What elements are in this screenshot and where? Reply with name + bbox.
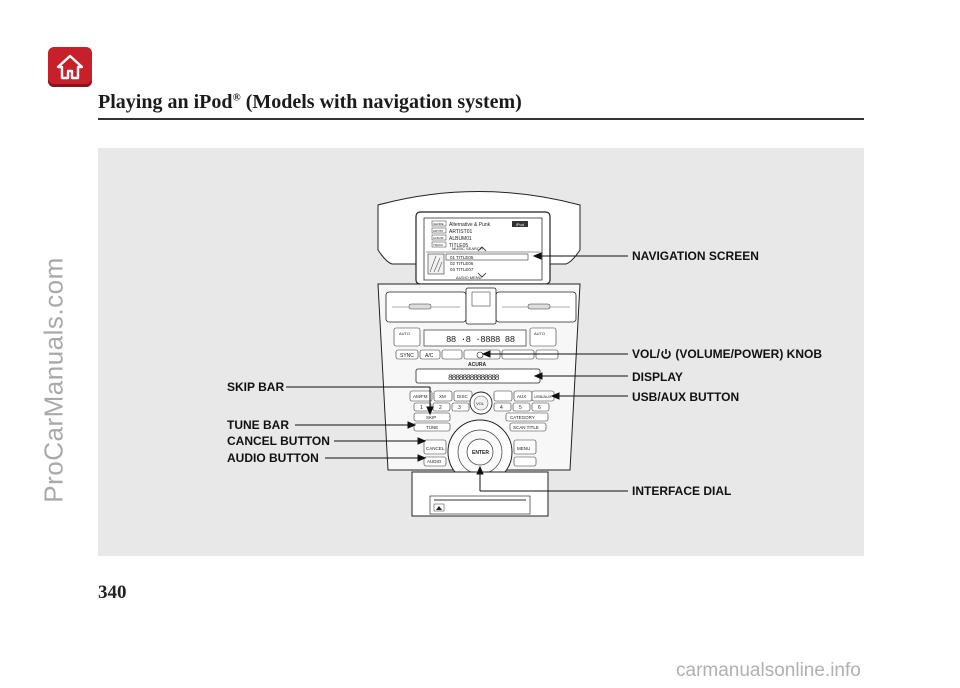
callout-tune-bar: TUNE BAR: [227, 418, 289, 432]
preset-label: 3: [458, 405, 461, 411]
preset-label: 4: [500, 405, 503, 411]
screen-row-tag: TRACK: [433, 243, 443, 247]
preset-4-button[interactable]: [493, 402, 512, 412]
callout-vol-knob: VOL/ (VOLUME/POWER) KNOB: [632, 347, 823, 361]
aux-button[interactable]: [493, 390, 513, 402]
tune-label: TUNE: [426, 425, 438, 430]
menu-label: MENU: [517, 446, 530, 451]
callout-usb-aux: USB/AUX BUTTON: [632, 390, 740, 404]
category-label: CATEGORY: [510, 415, 535, 420]
watermark-bottom: carmanualsonline.info: [676, 660, 861, 681]
am-fm-label: AM/FM: [413, 394, 428, 399]
ipod-badge: iPod: [516, 222, 524, 227]
scroll-down-icon: [477, 272, 487, 278]
info-button[interactable]: [513, 456, 537, 467]
sync-button[interactable]: [395, 349, 419, 360]
disc-label: DISC: [457, 394, 469, 399]
screen-row-text: ALBUM01: [449, 236, 472, 242]
audio-button[interactable]: [423, 456, 447, 467]
skip-bar[interactable]: [413, 412, 451, 422]
page-number: 340: [98, 582, 127, 603]
screen-row-text: Alternative & Punk: [449, 222, 491, 228]
am-fm-button[interactable]: [409, 390, 433, 402]
screen-section-label: MUSIC SEARCH: [452, 246, 483, 251]
auto-left-label: AUTO: [399, 331, 410, 336]
scan-title-label: SCAN TITLE: [513, 425, 539, 430]
screen-footer: AUDIO MENU: [456, 275, 482, 280]
screen-list-item: 02 TITLE06: [450, 261, 474, 266]
album-art: [427, 253, 445, 275]
usb-aux-label: USB/AUX: [534, 394, 552, 399]
screen-row-text: ARTIST01: [449, 229, 472, 235]
screen-row-tag: ARTIST: [433, 229, 444, 233]
watermark-left: ProCarManuals.com: [38, 257, 69, 503]
screen-list-item: 01 TITLE05: [450, 255, 474, 260]
aux-label: AUX: [517, 394, 526, 399]
auto-right-label: AUTO: [534, 331, 545, 336]
vol-label: VOL: [476, 401, 485, 406]
scroll-up-icon: [477, 246, 487, 252]
fan-button[interactable]: [441, 349, 463, 360]
callout-skip-bar: SKIP BAR: [227, 380, 285, 394]
screen-row-tag: ALBUM: [433, 236, 444, 240]
title-divider: [98, 118, 864, 120]
sync-label: SYNC: [400, 353, 414, 359]
climate-right-temp[interactable]: [529, 327, 557, 347]
cancel-label: CANCEL: [426, 446, 445, 451]
enter-label: ENTER: [472, 450, 489, 456]
power-icon: [661, 349, 671, 359]
preset-label: 2: [439, 405, 442, 411]
callout-navigation-screen: NAVIGATION SCREEN: [632, 249, 759, 263]
screen-list-item: 03 TITLE07: [450, 267, 474, 272]
category-bar[interactable]: [505, 412, 549, 422]
callout-interface-dial: INTERFACE DIAL: [632, 484, 732, 498]
xm-button[interactable]: [433, 390, 453, 402]
ac-label: A/C: [425, 353, 434, 359]
ac-button[interactable]: [419, 349, 441, 360]
preset-6-button[interactable]: [531, 402, 550, 412]
screen-row-text: TITLE05: [449, 243, 468, 249]
preset-label: 1: [420, 405, 423, 411]
cancel-button[interactable]: [423, 439, 447, 455]
climate-left-temp[interactable]: [393, 327, 421, 347]
home-button[interactable]: [48, 47, 92, 87]
menu-button[interactable]: [513, 439, 537, 455]
scan-title-button[interactable]: [509, 422, 547, 432]
preset-3-button[interactable]: [451, 402, 470, 412]
tune-bar[interactable]: [413, 422, 451, 432]
callout-audio-button: AUDIO BUTTON: [227, 451, 319, 465]
enter-button[interactable]: [466, 438, 494, 466]
preset-label: 6: [538, 405, 541, 411]
disc-slot-panel: [429, 495, 531, 515]
preset-5-button[interactable]: [512, 402, 531, 412]
page-title: Playing an iPod® (Models with navigation…: [98, 91, 522, 113]
screen-row-tag: GENRE: [433, 222, 444, 226]
display-segments: 88888888888888: [448, 374, 500, 383]
callout-cancel-button: CANCEL BUTTON: [227, 434, 330, 448]
callout-display: DISPLAY: [632, 370, 683, 384]
home-icon: [56, 54, 84, 80]
eject-icon: [436, 506, 442, 510]
skip-label: SKIP: [426, 415, 436, 420]
xm-label: XM: [439, 394, 446, 399]
climate-display: [423, 329, 527, 347]
svg-text:88 ·8 ·8888 88: 88 ·8 ·8888 88: [446, 335, 515, 345]
brand-label: ACURA: [468, 362, 486, 368]
audio-label: AUDIO: [427, 459, 442, 464]
preset-label: 5: [519, 405, 522, 411]
